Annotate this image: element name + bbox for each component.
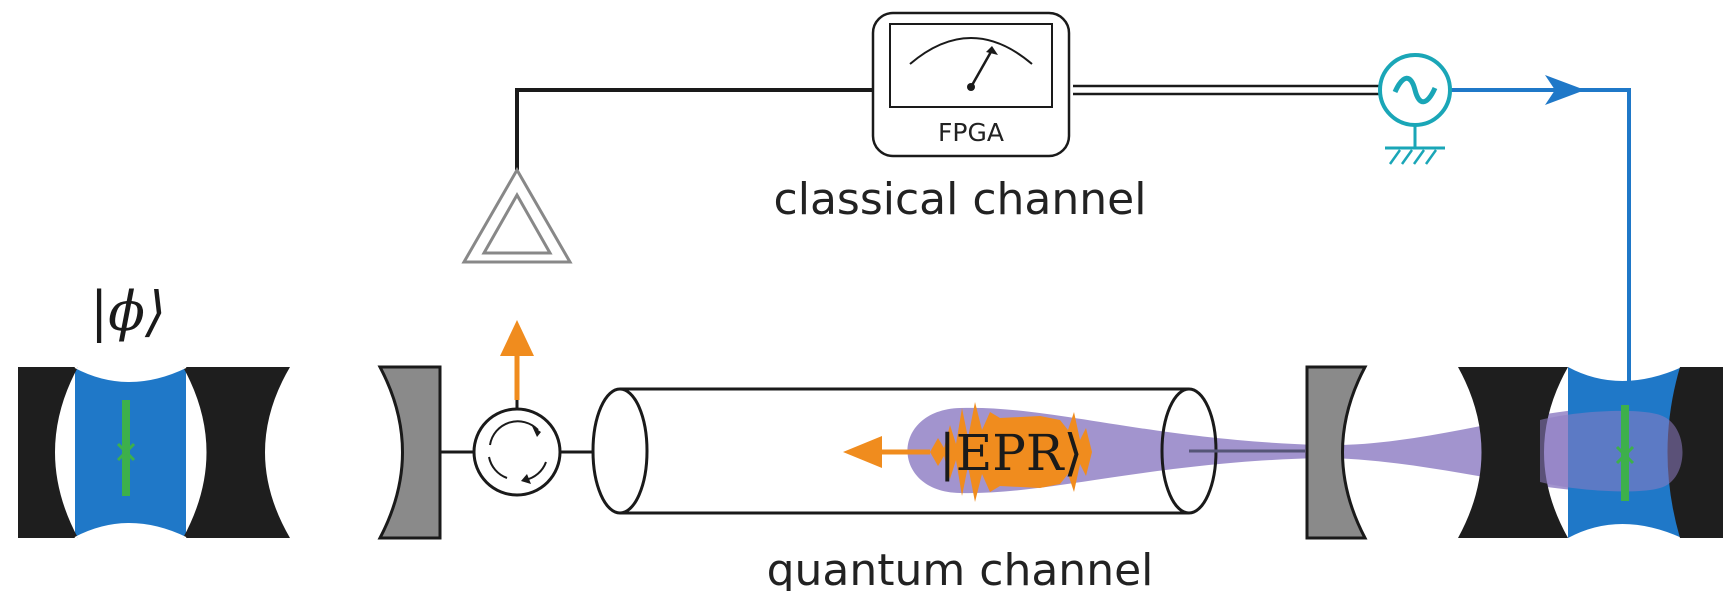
receiver-cavity	[1458, 367, 1723, 538]
epr-wavepacket	[843, 402, 1092, 502]
receiver-qubit	[1615, 405, 1635, 501]
amplifier-icon	[461, 166, 573, 264]
circulator-icon	[472, 407, 562, 497]
state-phi-label: |ϕ⟩	[90, 280, 166, 343]
fpga-box: FPGA	[871, 11, 1071, 158]
right-mirror	[1305, 365, 1368, 540]
feedforward-arrowhead	[1545, 75, 1585, 105]
signal-source-icon	[1378, 53, 1452, 165]
classical-wire-left	[515, 88, 873, 170]
epr-beam-overlay	[1540, 410, 1683, 492]
classical-channel-label: classical channel	[774, 174, 1147, 225]
feedforward-wire	[1450, 88, 1631, 412]
meter-dial-arc	[909, 37, 1033, 65]
output-signal-arrowhead	[500, 320, 534, 356]
quantum-channel-waveguide	[591, 387, 1189, 515]
meter-needle	[969, 49, 994, 88]
sender-cavity	[18, 366, 290, 539]
sender-qubit	[116, 400, 136, 496]
state-epr-label: |EPR⟩	[939, 424, 1083, 482]
quantum-channel-label: quantum channel	[767, 545, 1154, 591]
fpga-label: FPGA	[938, 118, 1004, 147]
left-mirror	[377, 365, 442, 540]
